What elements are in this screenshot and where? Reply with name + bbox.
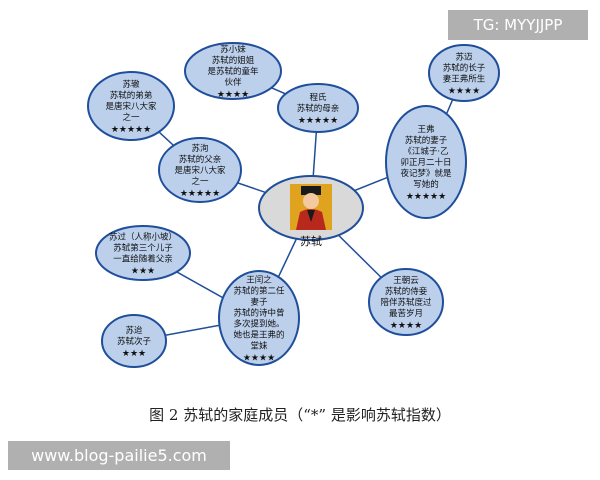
node-ellipse [428, 44, 500, 102]
node-text-line: 王闰之 [246, 274, 272, 285]
influence-stars: ★★★★★ [406, 192, 446, 202]
watermark-tg: TG: MYYJJPP [448, 10, 588, 40]
node-text-line: 陪伴苏轼度过 [380, 297, 432, 308]
node-ellipse [218, 270, 300, 366]
node-text-line: 苏轼的姐姐 [212, 55, 255, 66]
influence-stars: ★★★★ [448, 86, 480, 96]
node-text-line: 多次提到她。 [233, 318, 284, 329]
node-text-line: 是苏轼的童年 [207, 66, 259, 77]
node-text-line: 之一 [122, 112, 140, 123]
node-text-line: 苏轼第三个儿子 [113, 242, 173, 253]
node-text-line: 苏轼的弟弟 [110, 90, 153, 101]
influence-stars: ★★★★ [390, 321, 422, 331]
node-text-line: 苏轼的妻子 [405, 135, 448, 146]
family-member-nodes: 苏小妹苏轼的姐姐是苏轼的童年伙伴★★★★苏辙苏轼的弟弟是唐宋八大家之一★★★★★… [87, 42, 500, 368]
node-ellipse [277, 83, 359, 133]
node-text-line: 是唐宋八大家 [174, 165, 226, 176]
node-ellipse [184, 42, 282, 100]
node-text-line: 《江城子·乙 [403, 147, 448, 157]
node-text-line: 妻王弗所生 [443, 73, 486, 84]
node-ellipse [158, 137, 242, 203]
influence-stars: ★★★★ [243, 353, 275, 363]
node-ellipse [95, 225, 191, 281]
node-ellipse [87, 71, 175, 141]
node-text-line: 程氏 [309, 93, 327, 103]
figure-caption: 图 2 苏轼的家庭成员（“*” 是影响苏轼指数） [149, 406, 451, 424]
node-text-line: 她也是王弗的 [233, 329, 284, 340]
node-text-line: 苏过（人称小坡） [109, 231, 177, 242]
watermark-website: www.blog-pailie5.com [8, 441, 230, 470]
node-text-line: 苏洵 [191, 143, 208, 154]
node-text-line: 夜记梦》就是 [400, 168, 452, 179]
node-text-line: 妻子 [250, 296, 268, 307]
node-text-line: 写她的 [413, 179, 439, 190]
influence-stars: ★★★★★ [180, 189, 220, 199]
node-text-line: 最苦岁月 [389, 308, 423, 319]
node-text-line: 苏轼的诗中曾 [233, 307, 284, 318]
influence-stars: ★★★ [131, 266, 155, 276]
node-text-line: 苏迈 [455, 51, 473, 62]
node-text-line: 王朝云 [393, 276, 419, 286]
node-text-line: 苏轼的第二任 [233, 285, 285, 296]
node-ellipse [101, 314, 167, 368]
node-ellipse [368, 268, 444, 336]
center-label: 苏轼 [300, 234, 322, 248]
node-text-line: 苏迨 [125, 325, 143, 336]
influence-stars: ★★★★★ [298, 116, 338, 126]
node-text-line: 苏小妹 [220, 44, 246, 55]
node-text-line: 苏轼的侍妾 [385, 286, 428, 297]
influence-stars: ★★★★ [217, 90, 249, 100]
node-ellipse [385, 105, 467, 219]
node-text-line: 苏辙 [122, 79, 140, 90]
node-text-line: 苏轼的长子 [443, 62, 486, 73]
node-text-line: 是唐宋八大家 [105, 101, 157, 112]
node-text-line: 堂妹 [250, 340, 268, 351]
su-shi-portrait-icon [296, 186, 326, 230]
node-text-line: 之一 [191, 176, 209, 187]
node-text-line: 卯正月二十日 [400, 157, 451, 168]
node-text-line: 王弗 [417, 124, 434, 135]
center-node-su-shi: 苏轼 [258, 175, 364, 248]
influence-stars: ★★★★★ [111, 125, 151, 135]
node-text-line: 苏轼的父亲 [179, 154, 222, 165]
node-text-line: 伙伴 [224, 77, 242, 88]
node-text-line: 一直给随着父亲 [113, 253, 173, 264]
node-text-line: 苏轼的母亲 [297, 103, 340, 114]
node-text-line: 苏轼次子 [117, 336, 152, 347]
influence-stars: ★★★ [122, 349, 146, 359]
